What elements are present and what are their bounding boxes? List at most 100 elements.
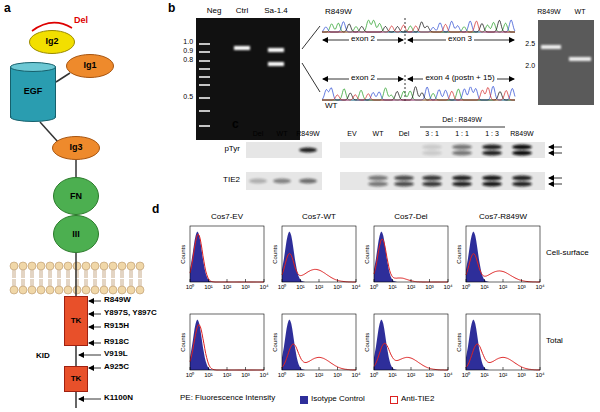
blot-band — [422, 151, 442, 156]
axis-tick — [356, 279, 357, 282]
exon-label: exon 4 (postn + 15) — [423, 74, 496, 83]
lipid-tail — [22, 279, 23, 286]
axis-tick — [300, 279, 301, 282]
lipid-tail — [103, 270, 104, 278]
receptor-stalk — [75, 346, 77, 366]
lipid-tail — [49, 270, 50, 278]
lipid-head — [109, 286, 117, 294]
isotype-histogram — [282, 320, 356, 370]
lipid-head — [19, 262, 27, 270]
tick-label: 10¹ — [388, 372, 397, 379]
antibody-histogram — [282, 344, 356, 370]
sequence-trace — [322, 20, 515, 32]
lipid-tail — [13, 279, 14, 286]
leader-line — [302, 26, 320, 92]
blot-label: TIE2 — [223, 176, 240, 185]
lipid-head — [55, 286, 63, 294]
lipid-tail — [40, 270, 41, 278]
ladder-band — [199, 110, 210, 112]
sequence-trace — [322, 20, 515, 32]
tick-label: 10³ — [241, 372, 250, 379]
domain-shape — [30, 31, 75, 54]
blot-band — [422, 182, 442, 187]
size-marker: 1.0 — [183, 38, 193, 46]
ladder-band — [199, 68, 210, 70]
axis-tick — [245, 279, 246, 282]
lipid-tail — [67, 279, 68, 286]
axis-tick — [337, 367, 338, 370]
lane-label: R849W — [296, 130, 319, 138]
axis-tick — [245, 367, 246, 370]
axis-tick — [429, 367, 430, 370]
row-label: Cell-surface — [546, 249, 589, 258]
plot-frame — [374, 314, 448, 370]
lipid-head — [37, 286, 45, 294]
lipid-tail — [96, 279, 97, 286]
lane-label: R849W — [510, 130, 533, 138]
blot-band — [249, 179, 267, 184]
tick-label: 10⁴ — [443, 372, 452, 379]
blot-band — [482, 145, 502, 150]
lane-label: R849W — [537, 8, 560, 16]
lipid-tail — [60, 270, 61, 278]
lipid-tail — [60, 279, 61, 286]
legend-swatch — [300, 396, 308, 404]
lipid-head — [136, 286, 144, 294]
axis-tick — [282, 367, 283, 370]
lipid-tail — [114, 279, 115, 286]
axis-tick — [319, 367, 320, 370]
axis-tick — [356, 367, 357, 370]
plot-title: Cos7-WT — [302, 213, 336, 222]
axis-label: Counts — [364, 332, 371, 351]
lipid-tail — [78, 270, 79, 278]
tick-label: 10² — [499, 372, 508, 379]
lipid-tail — [31, 279, 32, 286]
size-marker: 0.9 — [183, 47, 193, 55]
plot-frame — [466, 314, 540, 370]
isotype-histogram — [190, 320, 264, 370]
plot-title: Cos7-EV — [211, 213, 243, 222]
lipid-tail — [130, 279, 131, 286]
domain-shape — [11, 63, 56, 72]
tick-label: 10⁰ — [370, 284, 379, 291]
tick-label: 10³ — [425, 284, 434, 291]
legend-label: Anti-TIE2 — [401, 395, 434, 404]
tick-label: 10⁴ — [351, 284, 360, 291]
lipid-head — [82, 262, 90, 270]
lipid-tail — [121, 270, 122, 278]
antibody-histogram — [282, 254, 356, 283]
band-arrow — [549, 147, 562, 184]
ratio-label: 1 : 1 — [455, 130, 469, 138]
lipid-tail — [51, 279, 52, 286]
tick-label: 10¹ — [480, 284, 489, 291]
axis-tick — [190, 367, 191, 370]
blot-band — [422, 145, 442, 150]
lipid-head — [37, 262, 45, 270]
mutation-label: A925C — [104, 363, 129, 372]
ratio-bracket — [420, 127, 505, 128]
receptor-stalk — [75, 253, 77, 296]
sequence-label: WT — [325, 102, 337, 111]
ladder-band — [199, 125, 210, 127]
tick-label: 10³ — [517, 284, 526, 291]
lipid-tail — [51, 270, 52, 278]
lipid-head — [100, 262, 108, 270]
axis-tick — [429, 279, 430, 282]
lipid-head — [19, 286, 27, 294]
axis-tick — [466, 279, 467, 282]
tick-label: 10² — [223, 372, 232, 379]
lane-label: Del — [253, 130, 264, 138]
axis-tick — [448, 279, 449, 282]
ladder-band — [199, 97, 210, 99]
axis-tick — [540, 279, 541, 282]
lipid-tail — [69, 270, 70, 278]
band-arrow — [549, 147, 562, 148]
lipid-tail — [123, 279, 124, 286]
lipid-tail — [141, 279, 142, 286]
lipid-head — [46, 262, 54, 270]
isotype-histogram — [466, 320, 540, 370]
receptor-stalk — [75, 160, 77, 177]
ladder-band — [199, 43, 210, 45]
domain-name: FN III — [70, 177, 82, 253]
